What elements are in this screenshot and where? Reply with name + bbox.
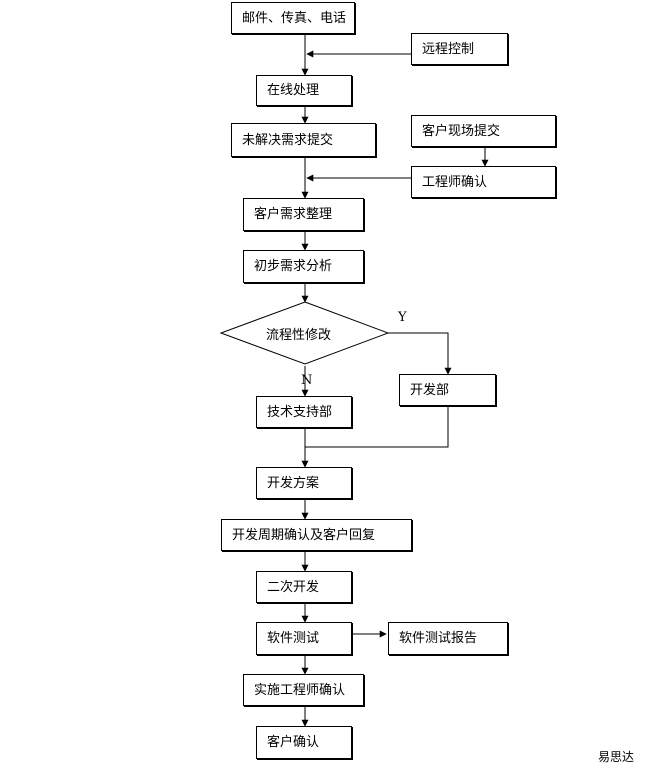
node-remote: 远程控制 xyxy=(411,33,508,65)
decision-diamond xyxy=(219,301,390,365)
node-customer-confirm: 客户确认 xyxy=(256,726,352,759)
company-name: 易思达 xyxy=(598,750,635,764)
node-cycle-confirm: 开发周期确认及客户回复 xyxy=(221,519,412,551)
node-engineer-confirm: 工程师确认 xyxy=(411,166,556,198)
decision-label: 流程性修改 xyxy=(266,328,332,343)
node-test-report: 软件测试报告 xyxy=(388,622,508,655)
branch-yes-label: Y xyxy=(398,310,407,325)
node-testing: 软件测试 xyxy=(256,622,352,655)
node-dev-plan: 开发方案 xyxy=(256,467,352,499)
node-secondary-dev: 二次开发 xyxy=(256,571,352,603)
node-analysis: 初步需求分析 xyxy=(243,250,364,283)
node-onsite: 客户现场提交 xyxy=(411,115,556,147)
arrow-decision-devdept xyxy=(388,332,452,375)
branch-no-label: N xyxy=(301,373,313,388)
node-online: 在线处理 xyxy=(256,75,352,106)
line-devdept-return xyxy=(305,406,449,448)
node-tech-support: 技术支持部 xyxy=(256,396,352,428)
node-mail: 邮件、传真、电话 xyxy=(231,2,355,34)
node-dev-dept: 开发部 xyxy=(399,374,496,406)
node-organize: 客户需求整理 xyxy=(243,198,364,231)
node-impl-confirm: 实施工程师确认 xyxy=(243,674,364,706)
node-unsolved: 未解决需求提交 xyxy=(231,123,376,157)
